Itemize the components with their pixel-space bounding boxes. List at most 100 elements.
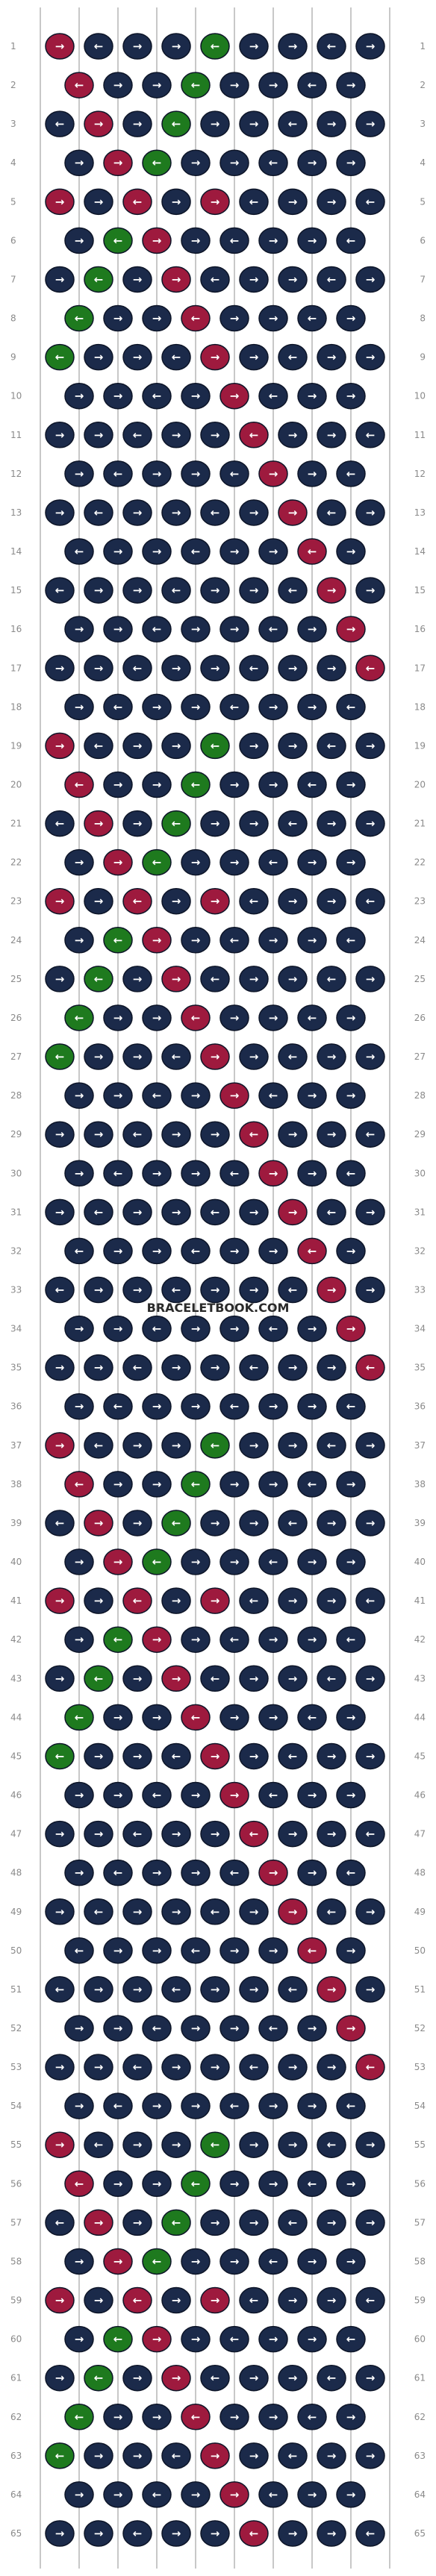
knot: ←: [219, 2092, 249, 2119]
row-number: 1: [420, 41, 426, 51]
knot-arrow: ←: [366, 895, 376, 908]
knot-arrow: →: [191, 234, 201, 247]
knot: ←: [317, 499, 346, 526]
knot-arrow: ←: [113, 1866, 123, 1880]
knot-arrow: →: [55, 272, 65, 286]
knot: →: [142, 304, 172, 332]
knot-arrow: ←: [288, 2449, 298, 2463]
knot: →: [122, 33, 152, 60]
knot: →: [239, 577, 269, 604]
knot-arrow: ←: [133, 1128, 143, 1141]
knot: →: [317, 1354, 346, 1381]
knot: →: [355, 2442, 385, 2469]
knot-arrow: →: [172, 1594, 181, 1607]
knot-arrow: →: [230, 156, 240, 169]
knot: →: [239, 110, 269, 137]
knot-arrow: ←: [191, 778, 201, 791]
knot: →: [278, 2131, 308, 2158]
knot: →: [258, 1626, 288, 1653]
knot: →: [45, 188, 75, 216]
row-number: 19: [10, 740, 22, 751]
knot: ←: [336, 2092, 366, 2119]
knot-arrow: →: [366, 2449, 376, 2463]
knot: →: [181, 1082, 211, 1109]
knot-arrow: ←: [366, 1361, 376, 1375]
knot: →: [122, 343, 152, 371]
knot: →: [336, 149, 366, 176]
knot-arrow: →: [249, 1284, 259, 1297]
knot-arrow: →: [113, 156, 123, 169]
knot-arrow: →: [366, 40, 376, 53]
knot-arrow: →: [172, 2060, 181, 2074]
knot-arrow: ←: [133, 895, 143, 908]
knot: →: [336, 848, 366, 876]
knot: ←: [355, 887, 385, 915]
knot-arrow: →: [230, 1244, 240, 1257]
knot-arrow: →: [308, 2488, 317, 2501]
row-number: 22: [414, 857, 426, 868]
knot: →: [200, 577, 230, 604]
knot: →: [45, 2131, 75, 2158]
knot: →: [45, 1587, 75, 1614]
knot: ←: [161, 810, 191, 837]
row-number: 9: [420, 352, 426, 363]
row-number: 2: [10, 80, 16, 90]
knot: →: [239, 2209, 269, 2236]
knot-arrow: →: [75, 1789, 84, 1802]
knot-arrow: →: [172, 1128, 181, 1141]
row-number: 22: [10, 857, 22, 868]
knot-arrow: →: [211, 1594, 220, 1607]
knot-arrow: →: [75, 1555, 84, 1569]
knot-arrow: →: [55, 739, 65, 752]
knot-arrow: ←: [211, 972, 220, 986]
knot-arrow: →: [288, 739, 298, 752]
row-number: 52: [414, 2023, 426, 2033]
knot: →: [103, 2481, 133, 2508]
row-number: 62: [10, 2412, 22, 2422]
knot-arrow: →: [366, 584, 376, 597]
knot-arrow: →: [133, 117, 143, 131]
row-number: 23: [10, 896, 22, 907]
knot: ←: [122, 2520, 152, 2547]
knot-arrow: →: [366, 1439, 376, 1452]
knot: →: [355, 1742, 385, 1770]
row-number: 42: [10, 1634, 22, 1645]
knot: →: [64, 149, 94, 176]
knot-arrow: ←: [327, 272, 337, 286]
knot: →: [84, 1354, 113, 1381]
knot: →: [84, 110, 113, 137]
knot: →: [355, 810, 385, 837]
knot-arrow: →: [308, 234, 317, 247]
knot-arrow: →: [230, 1710, 240, 1724]
knot-arrow: →: [346, 1322, 356, 1336]
knot: →: [219, 616, 249, 643]
knot: →: [336, 771, 366, 798]
knot: →: [45, 1354, 75, 1381]
row-number: 13: [10, 507, 22, 518]
row-number: 20: [10, 779, 22, 790]
knot-arrow: ←: [94, 972, 104, 986]
knot-arrow: →: [133, 2372, 143, 2385]
knot: ←: [239, 1587, 269, 1614]
knot-arrow: ←: [191, 78, 201, 92]
knot-arrow: →: [133, 2138, 143, 2151]
knot-arrow: →: [55, 1439, 65, 1452]
row-number: 21: [10, 819, 22, 829]
knot: →: [317, 110, 346, 137]
knot-arrow: →: [366, 972, 376, 986]
knot: →: [219, 1937, 249, 1964]
knot-arrow: →: [152, 778, 162, 791]
row-number: 53: [414, 2062, 426, 2072]
knot: →: [64, 2325, 94, 2353]
knot: ←: [181, 771, 211, 798]
knot-arrow: ←: [366, 195, 376, 208]
knot: ←: [239, 887, 269, 915]
knot: →: [355, 33, 385, 60]
knot-arrow: ←: [211, 739, 220, 752]
knot: →: [200, 2209, 230, 2236]
knot-arrow: →: [133, 1672, 143, 1685]
knot-arrow: →: [269, 1400, 278, 1413]
knot-arrow: →: [249, 739, 259, 752]
knot: ←: [64, 1004, 94, 1031]
knot: →: [297, 2092, 327, 2119]
